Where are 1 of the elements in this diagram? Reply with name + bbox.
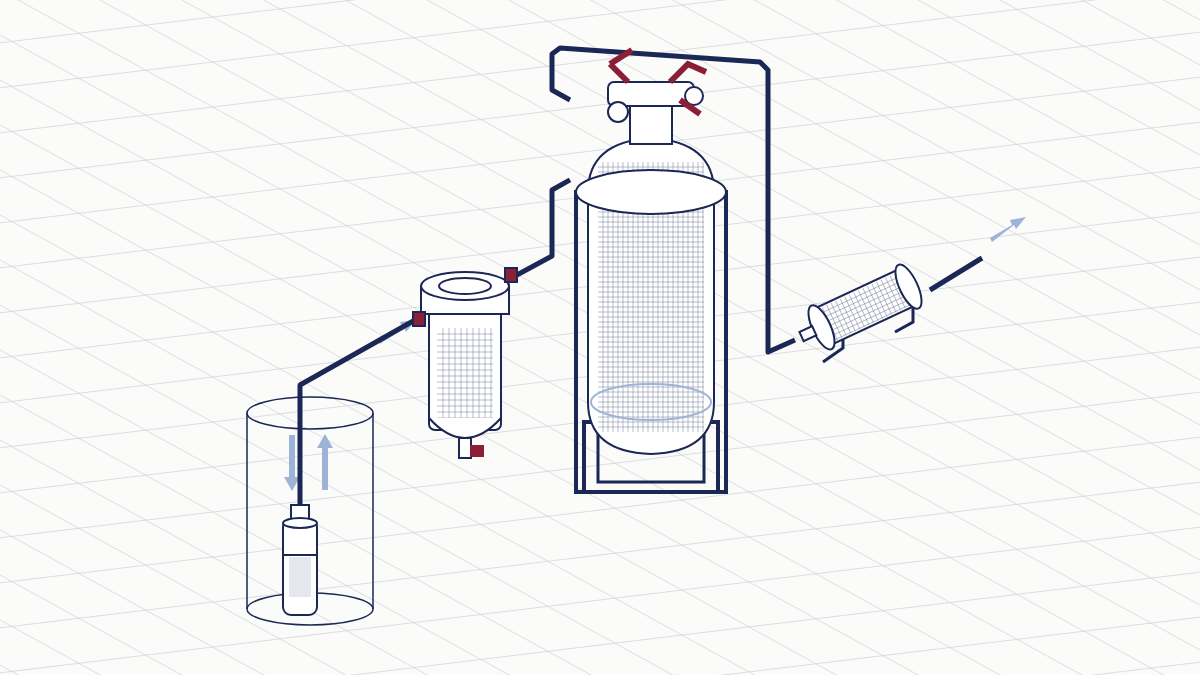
water-pipe [549, 45, 796, 355]
